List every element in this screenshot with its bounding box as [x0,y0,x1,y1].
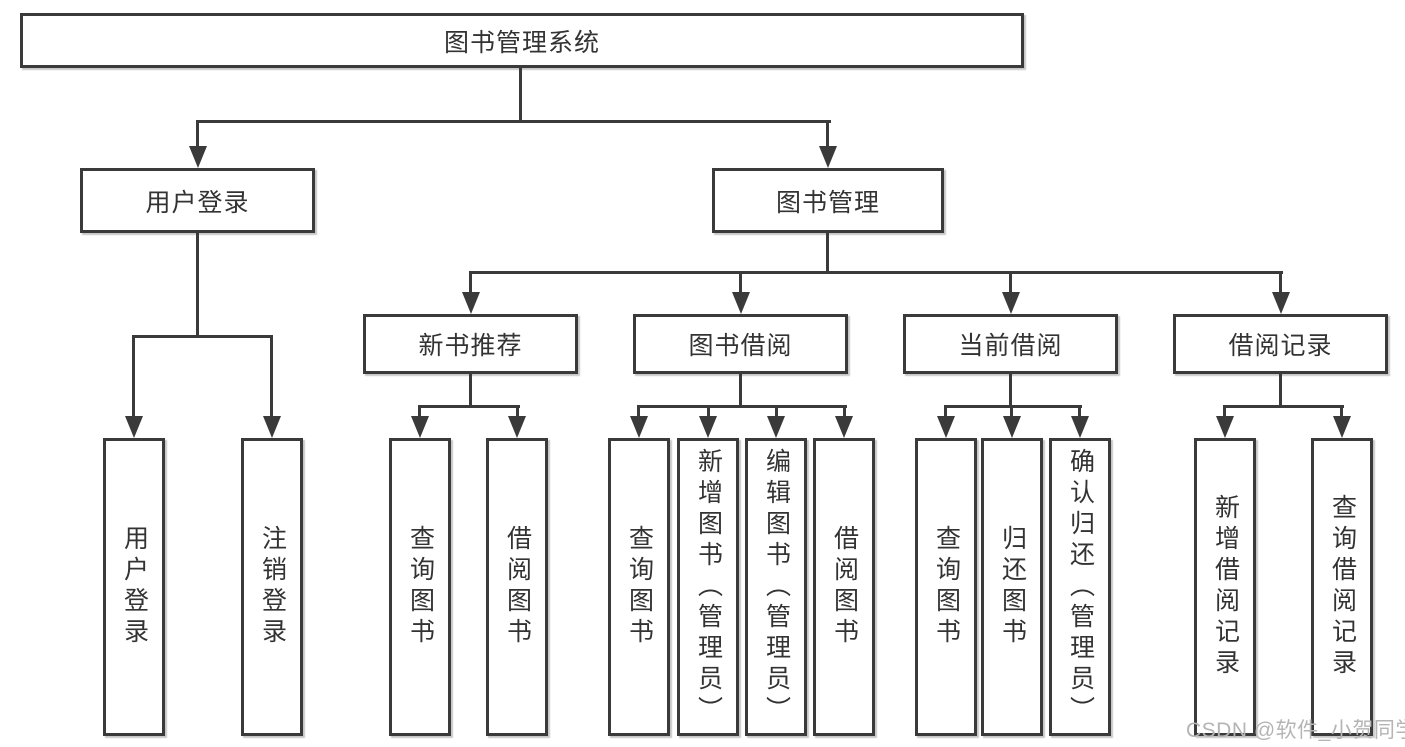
leaf-query-books-recommend: 查询图书 [389,438,451,736]
arrow-down-icon [508,416,526,438]
node-label: 当前借阅 [958,332,1063,360]
node-label: 用户登录 [145,188,250,217]
node-label: 借阅图书 [503,525,532,649]
arrow-down-icon [835,416,853,438]
leaf-borrow-books-recommend: 借阅图书 [486,438,548,736]
leaf-user-login: 用户登录 [103,438,165,736]
node-label: 借阅图书 [830,525,859,649]
connector-line [826,233,829,274]
node-user-login: 用户登录 [80,168,315,233]
node-label: 新增图书（管理员） [694,447,723,727]
arrow-down-icon [1003,416,1021,438]
connector-line [270,335,273,420]
csdn-watermark: CSDN @软件_小贺同学 [1186,719,1405,742]
arrow-down-icon [411,416,429,438]
connector-line [1279,374,1282,408]
leaf-confirm-return-admin: 确认归还（管理员） [1049,438,1111,736]
node-label: 查询图书 [932,525,961,649]
connector-line [1340,405,1343,420]
arrow-down-icon [819,146,837,168]
connector-line [1078,405,1081,420]
connector-line [1009,374,1012,408]
arrow-down-icon [767,416,785,438]
leaf-query-borrow-record: 查询借阅记录 [1311,438,1373,736]
node-label: 注销登录 [258,525,287,649]
connector-line [826,120,829,152]
arrow-down-icon [1216,416,1234,438]
arrow-down-icon [1071,416,1089,438]
node-book-borrowing: 图书借阅 [633,314,848,374]
connector-line [418,405,520,408]
node-label: 编辑图书（管理员） [762,447,791,727]
leaf-logout: 注销登录 [241,438,303,736]
connector-line [469,271,472,296]
leaf-borrow-books: 借阅图书 [813,438,875,736]
connector-line [132,335,135,420]
node-current-borrowing: 当前借阅 [903,314,1118,374]
connector-line [637,405,640,420]
node-label: 新书推荐 [418,332,523,360]
connector-line [739,374,742,408]
connector-line [739,271,742,296]
node-label: 新增借阅记录 [1211,494,1240,680]
arrow-down-icon [1272,292,1290,314]
arrow-down-icon [1002,292,1020,314]
connector-line [775,405,778,420]
node-label: 借阅记录 [1228,332,1333,360]
connector-line [516,405,519,420]
connector-line [196,120,199,152]
connector-line [1223,405,1344,408]
node-borrowing-records: 借阅记录 [1173,314,1388,374]
node-label: 图书管理系统 [443,28,600,57]
arrow-down-icon [630,416,648,438]
node-book-management: 图书管理 [712,168,944,233]
node-library-management-system: 图书管理系统 [20,13,1024,68]
leaf-return-books: 归还图书 [981,438,1043,736]
arrow-down-icon [937,416,955,438]
leaf-add-borrow-record: 新增借阅记录 [1194,438,1256,736]
node-label: 查询图书 [406,525,435,649]
connector-line [469,271,1283,274]
connector-line [132,335,273,338]
leaf-query-books-current: 查询图书 [915,438,977,736]
connector-line [637,405,847,408]
node-label: 图书管理 [775,188,880,217]
connector-line [843,405,846,420]
node-label: 查询借阅记录 [1328,494,1357,680]
connector-line [1223,405,1226,420]
node-label: 用户登录 [120,525,149,649]
node-label: 查询图书 [625,525,654,649]
connector-line [196,233,199,337]
connector-line [944,405,947,420]
arrow-down-icon [462,292,480,314]
arrow-down-icon [125,416,143,438]
arrow-down-icon [732,292,750,314]
connector-line [707,405,710,420]
arrow-down-icon [263,416,281,438]
connector-line [1279,271,1282,296]
node-new-book-recommendation: 新书推荐 [363,314,578,374]
connector-line [418,405,421,420]
arrow-down-icon [1333,416,1351,438]
arrow-down-icon [189,146,207,168]
node-label: 图书借阅 [688,332,793,360]
node-label: 确认归还（管理员） [1066,447,1095,727]
connector-line [196,120,831,123]
node-label: 归还图书 [998,525,1027,649]
connector-line [1010,405,1013,420]
arrow-down-icon [699,416,717,438]
connector-line [469,374,472,408]
connector-line [519,68,522,122]
connector-line [944,405,1082,408]
leaf-query-books-borrowing: 查询图书 [608,438,670,736]
connector-line [1009,271,1012,296]
leaf-edit-books-admin: 编辑图书（管理员） [745,438,807,736]
leaf-add-books-admin: 新增图书（管理员） [677,438,739,736]
